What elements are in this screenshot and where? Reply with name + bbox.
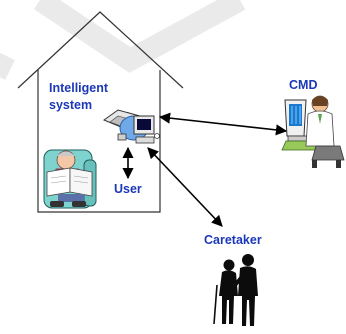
doctor-at-computer-icon (281, 95, 345, 168)
user-label: User (114, 182, 142, 196)
intelligent-system-label: Intelligent system (49, 81, 108, 113)
watermark-chevron (0, 0, 246, 80)
intelligent-system-label-line1: Intelligent (49, 81, 109, 95)
network-devices-icon (102, 109, 160, 144)
caretaker-silhouette-icon (213, 254, 258, 326)
system-cmd-arrow (158, 112, 288, 136)
system-caretaker-arrow (147, 147, 223, 227)
elderly-reader-icon (43, 149, 97, 209)
house-outline (17, 11, 184, 213)
caretaker-label: Caretaker (204, 233, 262, 247)
intelligent-system-label-line2: system (49, 98, 93, 112)
cmd-label: CMD (289, 78, 318, 92)
